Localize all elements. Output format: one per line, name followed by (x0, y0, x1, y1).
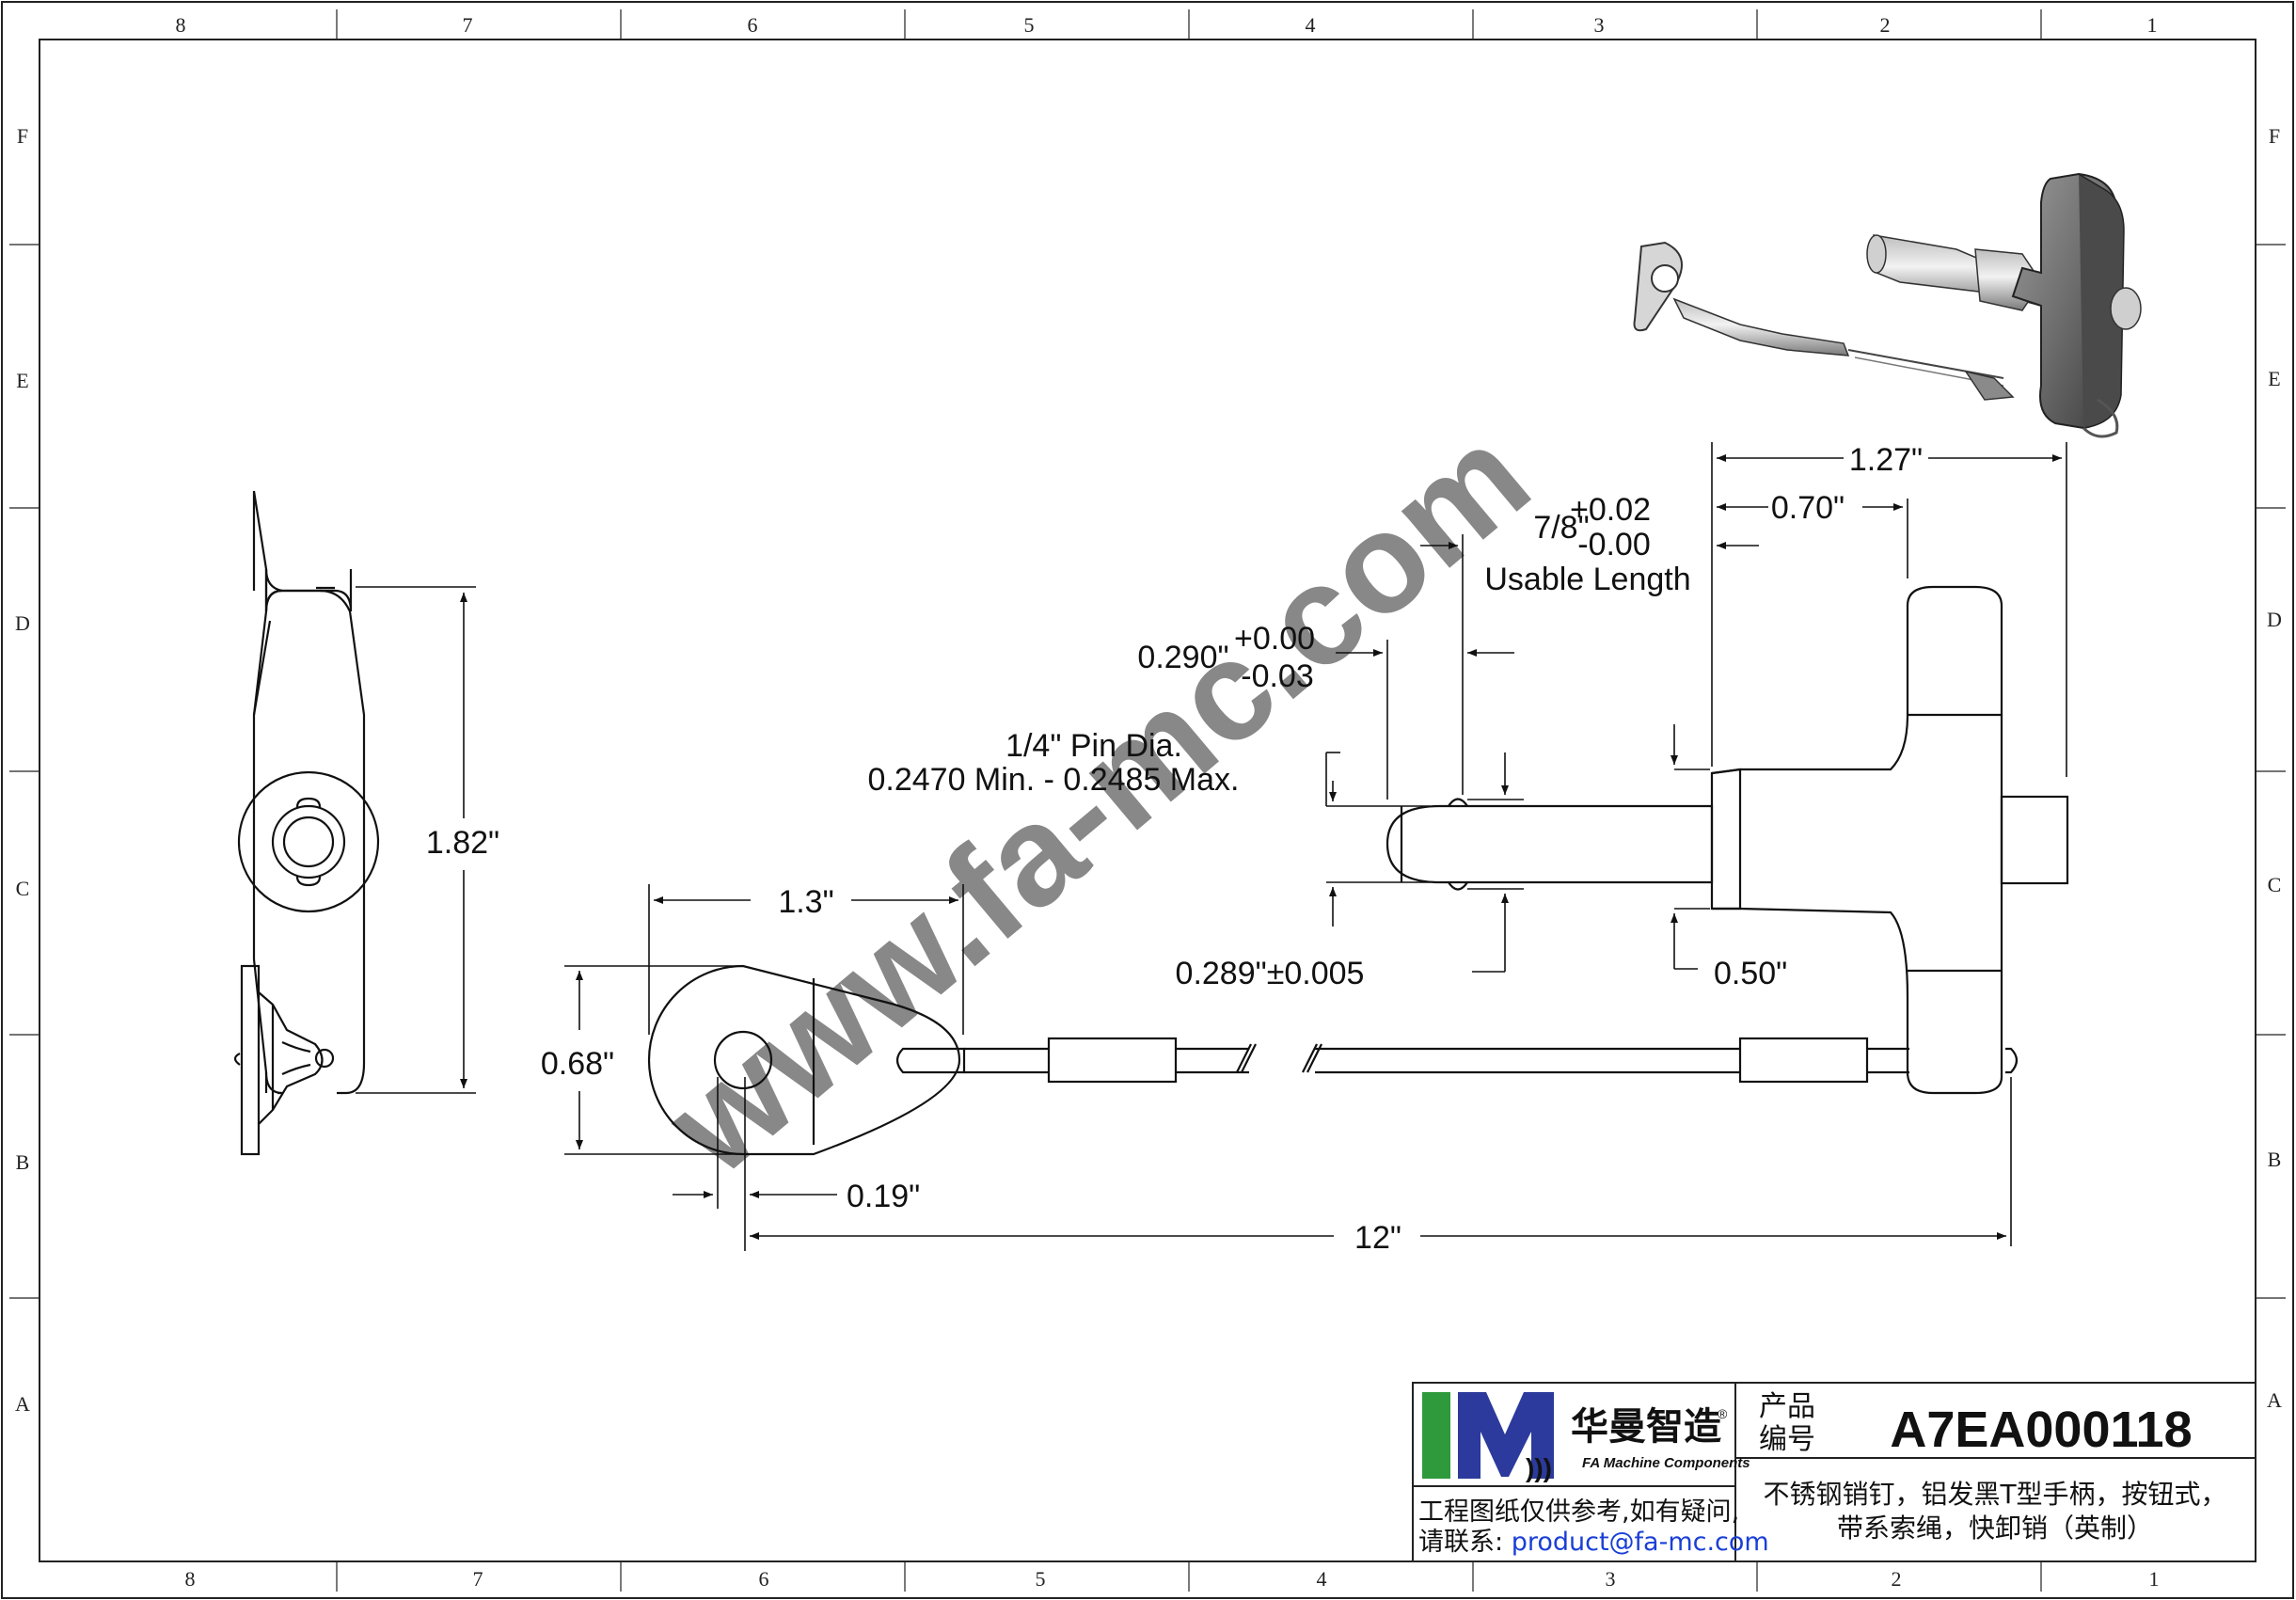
col-label-top: 8 (176, 13, 186, 37)
col-label-bottom: 6 (759, 1567, 769, 1591)
registered-mark: ® (1718, 1406, 1728, 1421)
dim-ball-position-tol-lower: -0.03 (1241, 658, 1314, 694)
product-description-line2: 带系索绳，快卸销（英制） (1837, 1513, 2153, 1544)
dim-pin-dia-line1: 1/4" Pin Dia. (1005, 728, 1182, 764)
dim-handle-length-label: 0.70" (1771, 490, 1845, 526)
dim-usable-length-tol-lower: -0.00 (1577, 527, 1651, 562)
row-label-right: C (2268, 873, 2282, 896)
dim-ball-dia (1467, 752, 1524, 973)
col-label-top: 3 (1594, 13, 1605, 37)
svg-text:))): ))) (1526, 1453, 1552, 1482)
row-label-right: B (2268, 1148, 2282, 1171)
dim-pin-dia (1325, 752, 1430, 927)
dim-tab-height-label: 0.68" (541, 1046, 614, 1082)
dim-pin-dia-line2: 0.2470 Min. - 0.2485 Max. (867, 762, 1239, 798)
dim-collar-dia (1671, 724, 1710, 970)
dim-usable-length (1420, 451, 1759, 767)
row-label-left: E (16, 369, 28, 392)
dim-usable-length-tol-upper: +0.02 (1570, 492, 1651, 528)
dim-handle-height (356, 586, 476, 1094)
svg-text:请联系: product@fa-mc.com: 请联系: product@fa-mc.com (1418, 1528, 1769, 1557)
row-label-right: D (2267, 608, 2282, 631)
row-label-right: E (2268, 367, 2280, 390)
dim-cable-length (750, 1077, 2012, 1246)
side-view (233, 490, 380, 1156)
col-label-bottom: 1 (2149, 1567, 2160, 1591)
row-label-right: A (2267, 1388, 2282, 1412)
dim-cable-length-label: 12" (1354, 1220, 1401, 1256)
dim-hole-dia-label: 0.19" (847, 1179, 920, 1214)
row-label-left: B (16, 1150, 30, 1174)
product-description-line1: 不锈钢销钉，铝发黑T型手柄，按钮式， (1763, 1479, 2226, 1510)
dim-tab-height (564, 965, 743, 1155)
row-label-right: F (2269, 124, 2280, 148)
dim-overall-length-label: 1.27" (1849, 442, 1923, 478)
dim-usable-length-value: 7/8" (1533, 510, 1589, 546)
company-name-cn: 华曼智造 (1571, 1405, 1721, 1449)
row-label-left: A (15, 1392, 30, 1416)
watermark: www.fa-mc.com (637, 396, 1558, 1205)
col-label-top: 4 (1306, 13, 1316, 37)
row-label-left: F (17, 124, 28, 148)
col-label-top: 1 (2147, 13, 2158, 37)
dim-tab-width-label: 1.3" (778, 884, 833, 920)
dim-ball-position-label: 0.290" (1137, 640, 1228, 675)
row-label-left: D (15, 611, 30, 635)
col-label-bottom: 5 (1036, 1567, 1046, 1591)
company-name-en: FA Machine Components (1582, 1455, 1750, 1471)
product-number-label-line1: 产品 (1759, 1390, 1815, 1423)
side-view-outline (252, 958, 283, 1095)
title-block (1412, 1382, 2256, 1562)
col-label-bottom: 3 (1606, 1567, 1616, 1591)
dim-ball-dia-label: 0.289"±0.005 (1176, 956, 1365, 991)
lanyard-tab (647, 964, 2019, 1156)
contact-label: 请联系: (1418, 1528, 1512, 1557)
col-label-top: 7 (463, 13, 473, 37)
col-label-bottom: 2 (1892, 1567, 1902, 1591)
product-number-label-line2: 编号 (1759, 1423, 1815, 1456)
dim-ball-position (1336, 640, 1514, 800)
col-label-bottom: 7 (473, 1567, 483, 1591)
contact-email: product@fa-mc.com (1512, 1528, 1769, 1557)
row-label-left: C (16, 877, 30, 900)
pin-front-view (1386, 585, 2069, 1095)
product-number: A7EA000118 (1890, 1402, 2192, 1458)
col-label-top: 2 (1880, 13, 1891, 37)
col-label-bottom: 8 (185, 1567, 196, 1591)
col-label-top: 5 (1024, 13, 1035, 37)
dim-overall-length (1711, 442, 2067, 777)
dim-tab-width (648, 884, 964, 1035)
disclaimer-text: 工程图纸仅供参考,如有疑问, (1418, 1497, 1739, 1527)
col-label-bottom: 4 (1317, 1567, 1327, 1591)
zone-labels: 8 7 6 5 4 3 2 1 8 7 6 5 4 3 2 1 F E D C … (15, 13, 2282, 1591)
dim-usable-length-label: Usable Length (1484, 562, 1690, 597)
dim-hole-dia (673, 1077, 837, 1251)
isometric-preview (1633, 172, 2142, 438)
dim-handle-height-label: 1.82" (426, 825, 499, 861)
dim-ball-position-tol-upper: +0.00 (1234, 621, 1315, 657)
col-label-top: 6 (748, 13, 758, 37)
dim-collar-dia-label: 0.50" (1714, 956, 1787, 991)
dim-handle-length (1717, 499, 1908, 578)
company-logo: ))) (1422, 1392, 1554, 1482)
